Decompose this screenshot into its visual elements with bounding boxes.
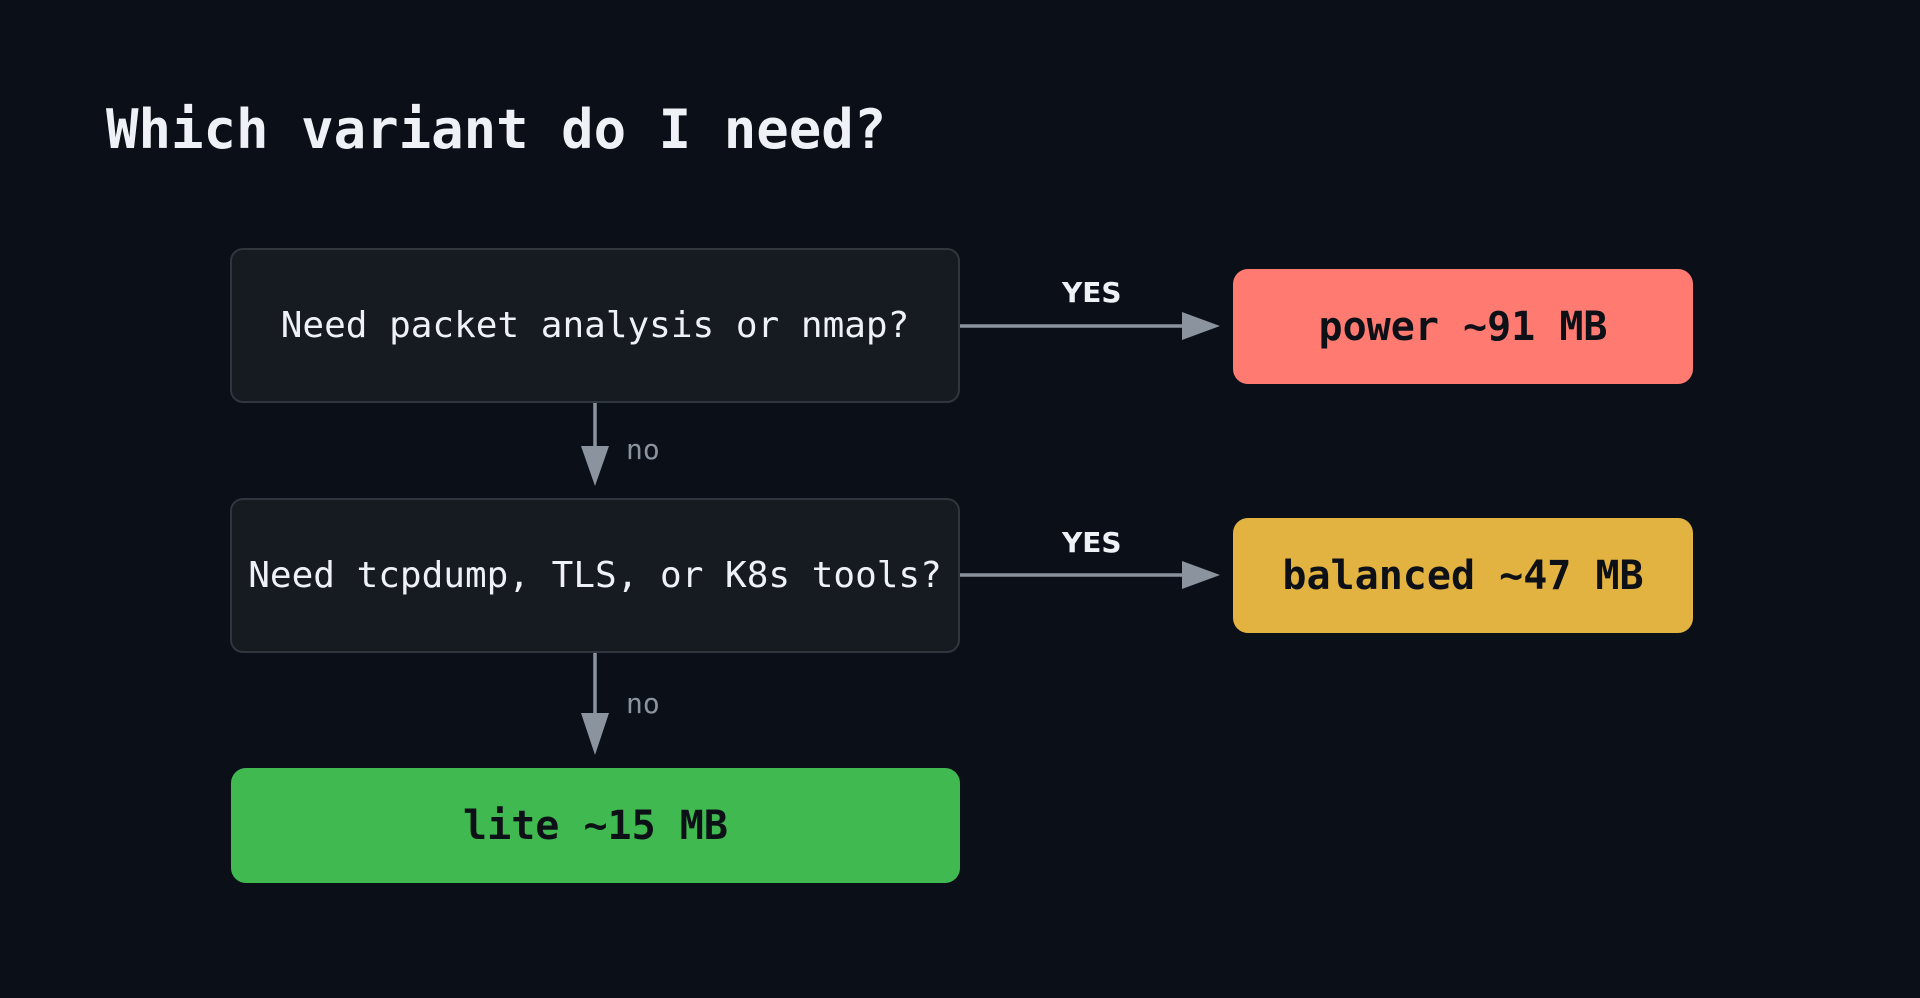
- yes-label-1: YES: [1062, 276, 1122, 309]
- outcome-power: power ~91 MB: [1233, 269, 1693, 384]
- outcome-lite: lite ~15 MB: [231, 768, 960, 883]
- question-packet-analysis: Need packet analysis or nmap?: [230, 248, 960, 403]
- yes-label-2: YES: [1062, 526, 1122, 559]
- yes-arrowhead-2: [1182, 561, 1220, 589]
- question-tcpdump-tls-k8s: Need tcpdump, TLS, or K8s tools?: [230, 498, 960, 653]
- yes-arrowhead-1: [1182, 312, 1220, 340]
- no-label-2: no: [626, 687, 660, 720]
- no-arrowhead-1: [581, 446, 609, 486]
- page-title: Which variant do I need?: [106, 98, 887, 161]
- no-label-1: no: [626, 433, 660, 466]
- outcome-lite-label: lite ~15 MB: [463, 802, 728, 849]
- outcome-power-label: power ~91 MB: [1318, 303, 1608, 350]
- no-arrowhead-2: [581, 713, 609, 755]
- outcome-balanced-label: balanced ~47 MB: [1282, 552, 1644, 599]
- question-tcpdump-tls-k8s-text: Need tcpdump, TLS, or K8s tools?: [248, 555, 942, 596]
- question-packet-analysis-text: Need packet analysis or nmap?: [280, 305, 910, 346]
- outcome-balanced: balanced ~47 MB: [1233, 518, 1693, 633]
